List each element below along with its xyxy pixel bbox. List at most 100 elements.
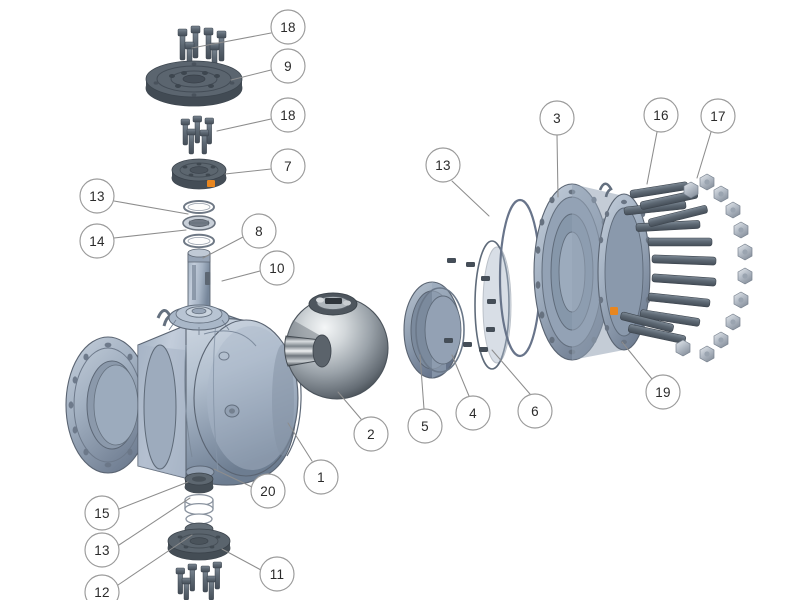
part-12-bottom-studs [175,561,222,600]
callout-15[interactable]: 15 [84,495,120,531]
callout-17[interactable]: 17 [700,98,736,134]
leader-line-7 [224,168,272,175]
callout-circle [259,250,295,286]
body-lifting-lug [156,309,173,327]
part-18-lower-studs [180,115,214,155]
callout-label: 13 [435,158,450,173]
callout-4[interactable]: 4 [455,395,491,431]
leader-line-14 [113,229,187,239]
callout-12[interactable]: 12 [84,574,120,600]
leader-line-6 [491,349,531,395]
leader-line-13 [113,200,189,215]
callout-13[interactable]: 13 [84,532,120,568]
callout-circle [303,459,339,495]
callout-label: 17 [710,109,725,124]
callout-circle [643,97,679,133]
part-18-upper-studs [177,25,227,72]
part-2-ball [284,292,389,400]
callout-label: 15 [94,506,109,521]
callout-label: 13 [89,189,104,204]
part-15-bearing-rings [184,493,214,525]
callout-label: 6 [531,404,539,419]
callout-13[interactable]: 13 [425,147,461,183]
callout-label: 14 [89,234,105,249]
callout-11[interactable]: 11 [259,556,295,592]
leader-lines [113,32,712,586]
callout-circle [270,97,306,133]
leader-line-1 [287,422,313,462]
bottom-trunnion-stack [167,472,231,600]
callout-label: 9 [284,59,292,74]
part-4-seat-retainer [474,240,512,370]
callout-circle [259,556,295,592]
part-8-valve-stem [187,248,211,317]
callout-label: 4 [469,406,477,421]
leader-line-15 [118,481,189,510]
body-bonnet-boss [168,304,230,335]
part-11-bottom-cover [167,522,231,561]
leader-line-4 [451,354,470,397]
leader-line-18 [216,118,272,132]
leader-line-10 [221,270,261,282]
callout-6[interactable]: 6 [517,393,553,429]
callout-3[interactable]: 3 [539,100,575,136]
callout-16[interactable]: 16 [643,97,679,133]
part-6-dowel-pins [444,258,496,352]
callout-label: 16 [653,108,668,123]
callout-1[interactable]: 1 [303,459,339,495]
callout-18[interactable]: 18 [270,9,306,45]
callout-10[interactable]: 10 [259,250,295,286]
leader-line-20 [213,468,253,488]
callout-circle [84,495,120,531]
callout-label: 7 [284,159,292,174]
callout-label: 13 [94,543,109,558]
callout-circle [517,393,553,429]
leader-line-9 [230,69,272,81]
callout-8[interactable]: 8 [241,213,277,249]
leader-line-12 [117,534,193,586]
leader-line-2 [337,391,362,420]
callout-label: 18 [280,108,295,123]
leader-line-17 [696,131,712,179]
callout-7[interactable]: 7 [270,148,306,184]
callout-label: 18 [280,20,295,35]
marker-dot-gland [207,180,215,187]
callout-label: 5 [421,419,429,434]
callout-19[interactable]: 19 [645,374,681,410]
callout-2[interactable]: 2 [353,416,389,452]
callout-20[interactable]: 20 [250,473,286,509]
callout-circle [79,178,115,214]
callout-9[interactable]: 9 [270,48,306,84]
callout-label: 1 [317,470,325,485]
callout-circle [84,532,120,568]
callout-13[interactable]: 13 [79,178,115,214]
marker-dot-closure [610,307,618,315]
callout-14[interactable]: 14 [79,223,115,259]
callout-label: 12 [94,585,109,600]
part-1-valve-body [65,304,302,486]
callout-circle [353,416,389,452]
callout-circle [79,223,115,259]
callout-circle [84,574,120,600]
closure-lifting-lug [598,182,613,198]
callout-circle [407,408,443,444]
callout-label: 19 [655,385,670,400]
callout-circle [645,374,681,410]
callout-label: 20 [260,484,275,499]
callout-circle [241,213,277,249]
seat-assembly [403,198,542,379]
part-13-14-seal-rings [182,200,216,249]
leader-line-16 [646,131,658,185]
callout-label: 8 [255,224,263,239]
callout-circle [455,395,491,431]
part-10-stem-key [205,272,211,285]
callout-5[interactable]: 5 [407,408,443,444]
callout-circle [270,9,306,45]
callout-circle [539,100,575,136]
callout-18[interactable]: 18 [270,97,306,133]
callout-circle [270,48,306,84]
leader-line-19 [621,341,653,380]
